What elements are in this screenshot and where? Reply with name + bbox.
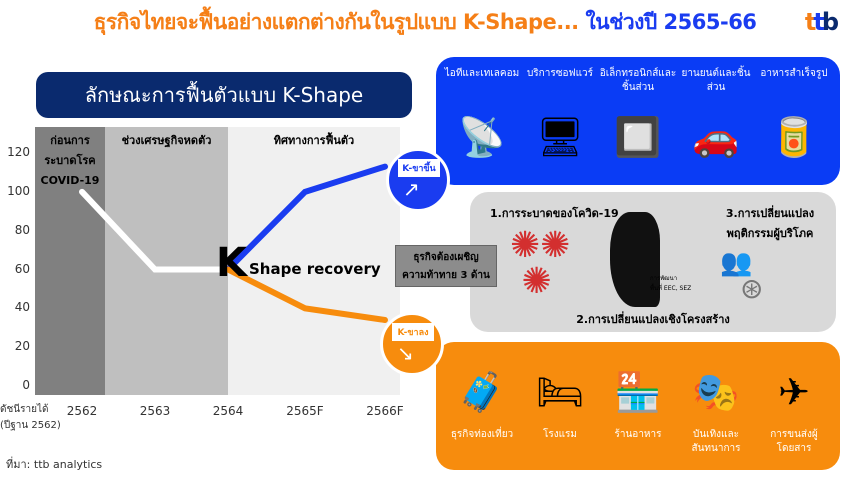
- shape-recovery-label: Shape recovery: [249, 260, 381, 278]
- k-down-sectors-panel: 🧳 ธุรกิจท่องเที่ยว 🛏 โรงแรม 🏪 ร้านอาหาร 🎭 บันเท…: [436, 342, 840, 470]
- band-contraction: ช่วงเศรษฐกิจหดตัว: [105, 127, 228, 395]
- sector-icon: 🛏: [535, 370, 585, 414]
- page-title: ธุรกิจไทยจะฟื้นอย่างแตกต่างกันในรูปแบบ K…: [93, 10, 757, 34]
- series-line-pre: [79, 188, 231, 273]
- virus-icon: ✺✺ ✺: [510, 225, 571, 302]
- thailand-map-icon: [610, 212, 660, 307]
- sector-label: ไอทีและเทเลคอม: [444, 68, 520, 79]
- k-down-badge: K-ขาลง ↘: [380, 312, 444, 376]
- sector-label: ยานยนต์และชิ้นส่วน: [681, 68, 751, 93]
- y-tick-label: 0: [22, 378, 30, 392]
- band-pre-covid: ก่อนการระบาดโรค COVID-19: [35, 127, 105, 395]
- trend-down-icon: ↘: [397, 341, 414, 365]
- sector-icon: 🖥: [535, 115, 585, 159]
- x-tick-label: 2562: [66, 404, 98, 418]
- y-tick-label: 60: [14, 261, 30, 276]
- sector-icon: 🥫: [770, 115, 818, 159]
- sector-label: อาหารสำเร็จรูป: [760, 68, 828, 79]
- sector-label: การขนส่งผู้โดยสาร: [770, 429, 818, 454]
- sector-label: อิเล็กทรอนิกส์และชิ้นส่วน: [599, 68, 677, 93]
- sector-label: ธุรกิจท่องเที่ยว: [450, 429, 514, 440]
- sector-label: บันเทิงและสันทนาการ: [691, 429, 741, 454]
- sector-icon: 🎭: [692, 370, 740, 414]
- sector-label: ร้านอาหาร: [614, 429, 662, 440]
- y-tick-label: 40: [14, 300, 30, 315]
- consumer-search-icon: 👥: [720, 248, 753, 278]
- x-tick-label: 2564: [212, 404, 244, 418]
- ttb-logo: ttb: [804, 8, 839, 36]
- series-line-k-up: [225, 163, 388, 273]
- sector-icon: 🧳: [458, 370, 506, 414]
- sector-icon: 🔲: [614, 115, 662, 159]
- sector-label: โรงแรม: [542, 429, 578, 440]
- k-shape-banner: ลักษณะการฟื้นตัวแบบ K-Shape: [36, 72, 412, 118]
- sector-label: บริการซอฟแวร์: [526, 68, 594, 79]
- source-note: ที่มา: ttb analytics: [6, 458, 103, 471]
- series-line-k-down: [225, 266, 388, 323]
- y-tick-label: 80: [14, 222, 30, 237]
- k-up-sectors-panel: 📡 ไอทีและเทเลคอม 🖥 บริการซอฟแวร์ 🔲 อิเล็กทรอน…: [436, 57, 840, 185]
- k-up-badge: K-ขาขึ้น ↗: [386, 148, 450, 212]
- trend-up-icon: ↗: [403, 177, 420, 201]
- k-letter: K: [216, 240, 247, 286]
- x-tick-label: 2565F: [286, 404, 324, 418]
- sector-icon: 📡: [458, 115, 506, 159]
- y-tick-label: 120: [7, 145, 30, 159]
- sector-icon: 🚗: [692, 115, 740, 159]
- x-tick-label: 2563: [139, 404, 171, 418]
- network-icon: ⊛: [740, 272, 764, 305]
- x-tick-label: 2566F: [366, 404, 404, 418]
- sector-icon: 🏪: [614, 370, 662, 414]
- challenges-panel: 1.การระบาดของโควิด-19 ✺✺ ✺ การพัฒนาพื้นท…: [470, 192, 836, 332]
- sector-icon: ✈: [778, 370, 810, 414]
- y-tick-label: 20: [14, 339, 30, 354]
- challenge-box: ธุรกิจต้องเผชิญความท้าทาย 3 ด้าน: [395, 245, 497, 287]
- y-tick-label: 100: [7, 183, 30, 198]
- y-axis-label: ดัชนีรายได้(ปีฐาน 2562): [0, 404, 61, 431]
